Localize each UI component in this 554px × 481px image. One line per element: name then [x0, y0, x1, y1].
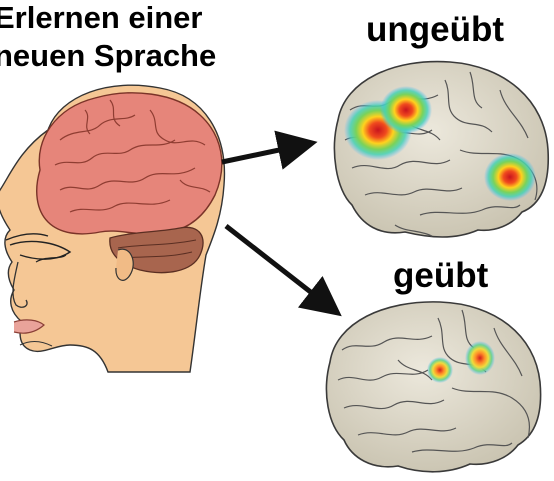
brain-untrained	[334, 62, 548, 237]
brain-trained	[326, 302, 540, 472]
activation-trained-left	[427, 357, 453, 383]
activation-trained-right	[465, 341, 495, 375]
arrow-to-untrained	[222, 146, 298, 162]
untrained-label: ungeübt	[366, 12, 504, 47]
arrow-to-trained	[226, 226, 326, 304]
title-line-2: neuen Sprache	[0, 40, 216, 71]
head-illustration	[0, 85, 224, 372]
title-line-1: Erlernen einer	[0, 2, 202, 33]
brain-cortex	[37, 93, 222, 234]
activation-temporal	[484, 153, 536, 201]
trained-label: geübt	[393, 258, 488, 293]
activation-frontal-upper	[380, 86, 432, 134]
